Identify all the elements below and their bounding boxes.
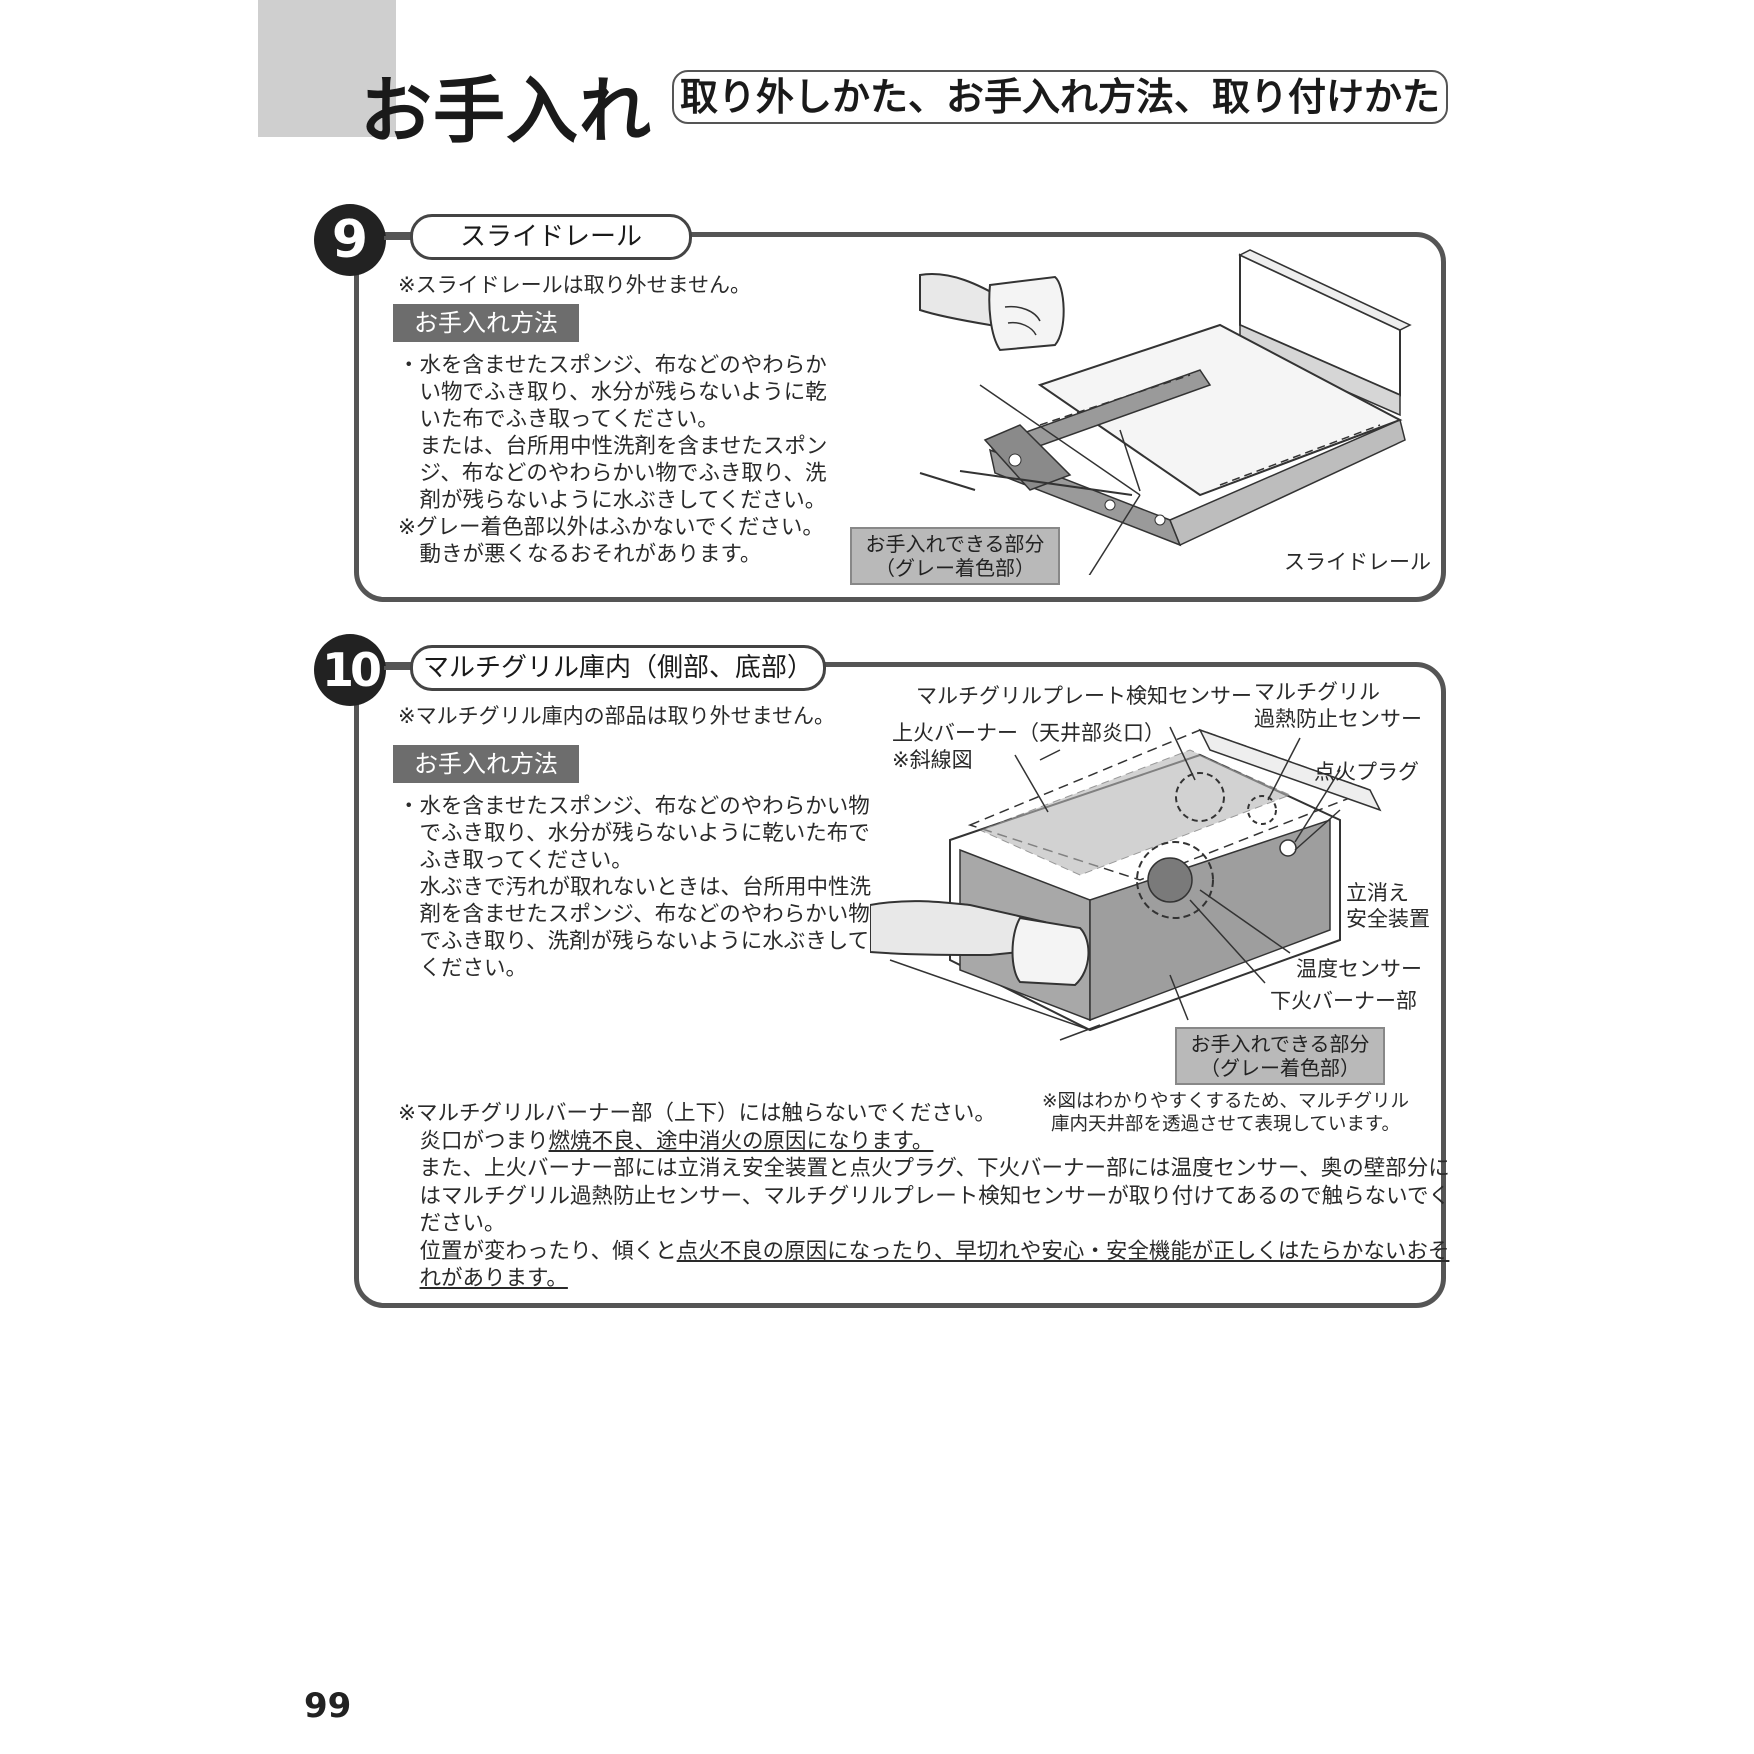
section-10-body-line: 剤を含ませたスポンジ、布などのやわらかい物 bbox=[398, 902, 870, 927]
callout-box-line: お手入れできる部分 bbox=[1190, 1032, 1370, 1056]
callout-box-line: （グレー着色部） bbox=[875, 556, 1035, 580]
warning-text: ださい。 bbox=[419, 1211, 506, 1236]
slide-rail-callout: スライドレール bbox=[1284, 550, 1431, 574]
section-9-body: ・水を含ませたスポンジ、布などのやわらか い物でふき取り、水分が残らないように乾… bbox=[398, 352, 827, 568]
warning-text: また、上火バーナー部には立消え安全装置と点火プラグ、下火バーナー部には温度センサ… bbox=[419, 1156, 1450, 1181]
overheat-sensor-callout-line1: マルチグリル bbox=[1254, 680, 1380, 704]
section-10-body-line: ・水を含ませたスポンジ、布などのやわらかい物 bbox=[398, 794, 870, 819]
upper-burner-callout-line2: ※斜線図 bbox=[892, 748, 973, 772]
warning-line: ※マルチグリルバーナー部（上下）には触らないでください。 bbox=[398, 1101, 996, 1126]
warning-underlined-text: れがあります。 bbox=[419, 1266, 568, 1291]
lower-burner-callout: 下火バーナー部 bbox=[1270, 989, 1417, 1013]
upper-burner-callout-line1: 上火バーナー（天井部炎口） bbox=[892, 721, 1165, 745]
section-10-body-line: 水ぶきで汚れが取れないときは、台所用中性洗 bbox=[398, 875, 872, 900]
section-10-body-line: ふき取ってください。 bbox=[398, 848, 633, 873]
section-10-method-label: お手入れ方法 bbox=[393, 745, 579, 783]
warning-line: ださい。 bbox=[398, 1210, 1450, 1238]
section-10-warning: ※マルチグリルバーナー部（上下）には触らないでください。 炎口がつまり燃焼不良、… bbox=[398, 1100, 1450, 1293]
section-9-connector bbox=[384, 236, 414, 240]
warning-line: 炎口がつまり燃焼不良、途中消火の原因になります。 bbox=[398, 1128, 1450, 1156]
section-9-body-line: 剤が残らないように水ぶきしてください。 bbox=[398, 488, 827, 513]
section-9-body-line: い物でふき取り、水分が残らないように乾 bbox=[398, 380, 827, 405]
warning-text: はマルチグリル過熱防止センサー、マルチグリルプレート検知センサーが取り付けてある… bbox=[419, 1183, 1451, 1209]
section-10-title: マルチグリル庫内（側部、底部） bbox=[410, 645, 826, 691]
warning-line: れがあります。 bbox=[398, 1265, 1450, 1293]
header-gray-tab bbox=[258, 0, 396, 137]
section-10-box bbox=[354, 662, 1446, 1308]
section-10-connector bbox=[384, 666, 414, 670]
section-9-method-label: お手入れ方法 bbox=[393, 304, 579, 342]
warning-text: 炎口がつまり bbox=[419, 1128, 549, 1154]
page-subtitle: 取り外しかた、お手入れ方法、取り付けかた bbox=[672, 70, 1448, 124]
temp-sensor-callout: 温度センサー bbox=[1296, 957, 1422, 981]
section-10-number: 10 bbox=[314, 634, 386, 706]
figure-note-line: 庫内天井部を透過させて表現しています。 bbox=[1050, 1114, 1401, 1135]
safety-device-callout-line1: 立消え bbox=[1346, 881, 1409, 905]
section-10-body-line: でふき取り、水分が残らないように乾いた布で bbox=[398, 821, 870, 846]
section-9-body-line: または、台所用中性洗剤を含ませたスポン bbox=[398, 434, 828, 459]
figure-note: ※図はわかりやすくするため、マルチグリル 庫内天井部を透過させて表現しています。 bbox=[1042, 1090, 1409, 1136]
section-9-body-line: ジ、布などのやわらかい物でふき取り、洗 bbox=[398, 461, 827, 486]
section-10-body-line: ください。 bbox=[398, 956, 528, 981]
section-10-body: ・水を含ませたスポンジ、布などのやわらかい物 でふき取り、水分が残らないように乾… bbox=[398, 793, 871, 982]
section-9-cleanable-part-label: お手入れできる部分 （グレー着色部） bbox=[850, 527, 1060, 585]
callout-box-line: （グレー着色部） bbox=[1200, 1056, 1360, 1080]
callout-box-line: お手入れできる部分 bbox=[865, 532, 1045, 556]
ignition-plug-callout: 点火プラグ bbox=[1314, 760, 1419, 784]
section-10-cleanable-part-label: お手入れできる部分 （グレー着色部） bbox=[1175, 1027, 1385, 1085]
warning-underlined-text: 燃焼不良、途中消火の原因になります。 bbox=[548, 1128, 934, 1154]
grill-interior-illustration bbox=[870, 726, 1382, 1041]
safety-device-callout-line2: 安全装置 bbox=[1346, 907, 1430, 931]
section-9-number: 9 bbox=[314, 204, 386, 276]
section-10-body-line: でふき取り、洗剤が残らないように水ぶきして bbox=[398, 929, 870, 954]
section-9-title: スライドレール bbox=[410, 214, 692, 260]
overheat-sensor-callout-line2: 過熱防止センサー bbox=[1254, 707, 1422, 731]
slide-rail-illustration bbox=[919, 249, 1412, 575]
section-9-body-line: いた布でふき取ってください。 bbox=[398, 407, 719, 432]
warning-line: また、上火バーナー部には立消え安全装置と点火プラグ、下火バーナー部には温度センサ… bbox=[398, 1155, 1450, 1183]
section-9-body-line: ・水を含ませたスポンジ、布などのやわらか bbox=[398, 353, 827, 378]
page-number: 99 bbox=[304, 1686, 352, 1726]
section-9-box bbox=[354, 232, 1446, 602]
section-9-body-line: ※グレー着色部以外はふかないでください。 bbox=[398, 515, 824, 540]
warning-line: はマルチグリル過熱防止センサー、マルチグリルプレート検知センサーが取り付けてある… bbox=[398, 1183, 1451, 1211]
warning-line: 位置が変わったり、傾くと点火不良の原因になったり、早切れや安心・安全機能が正しく… bbox=[398, 1238, 1450, 1266]
page-title: お手入れ bbox=[360, 69, 653, 153]
section-9-note: ※スライドレールは取り外せません。 bbox=[398, 273, 751, 297]
warning-text: 位置が変わったり、傾くと bbox=[419, 1238, 677, 1264]
section-10-note: ※マルチグリル庫内の部品は取り外せません。 bbox=[398, 704, 835, 728]
figure-note-line: ※図はわかりやすくするため、マルチグリル bbox=[1042, 1091, 1410, 1112]
plate-sensor-callout: マルチグリルプレート検知センサー bbox=[916, 684, 1252, 708]
section-9-body-line: 動きが悪くなるおそれがあります。 bbox=[398, 542, 762, 567]
warning-underlined-text: 点火不良の原因になったり、早切れや安心・安全機能が正しくはたらかないおそ bbox=[676, 1238, 1450, 1264]
